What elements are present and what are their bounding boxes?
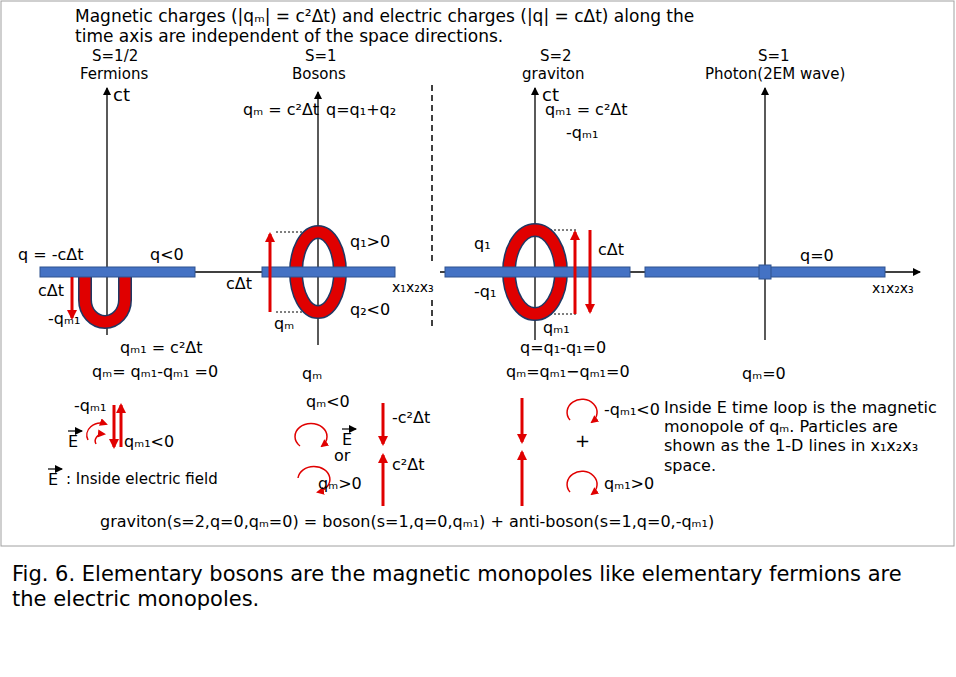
diagram-label: S=2 [540,47,572,65]
diagram-label: qₘ₁ = c²Δt [545,100,628,119]
diagram-label: x₁x₂x₃ [392,279,434,296]
diagram-label: Bosons [292,65,346,83]
diagram-label: S=1 [305,47,337,65]
diagram-label: graviton [522,65,585,83]
diagram-label: q=q₁-q₁=0 [520,338,606,357]
note-text: Inside E time loop is the magnetic monop… [664,398,946,475]
diagram-label: -q₁ [474,282,496,301]
diagram-label: qₘ=0 [742,364,786,383]
diagram-label: qₘ<0 [306,392,350,411]
diagram-label: cΔt [598,240,624,259]
note-text: Magnetic charges (|qₘ| = c²Δt) and elect… [75,6,715,47]
diagram-label: + [575,430,590,452]
diagram-label: qₘ₁ = c²Δt [120,338,203,357]
diagram-label: qₘ₁>0 [604,474,654,493]
boson-symbols [295,403,383,506]
diagram-label: qₘ₁ [543,318,570,337]
diagram-label: q₁ [474,234,491,253]
diagram-label: qₘ = c²Δt [243,100,319,119]
diagram-label: qₘ₁<0 [124,432,174,451]
diagram-label: q=0 [800,246,834,265]
axes [40,88,920,345]
diagram-label: q₁>0 [350,232,390,251]
diagram-label: qₘ [302,364,322,383]
diagram-label: : Inside electric field [66,470,218,488]
equation-text: graviton(s=2,q=0,qₘ=0) = boson(s=1,q=0,q… [100,512,714,531]
diagram-label: -qₘ₁<0 [604,400,660,419]
diagram-label: E [48,470,58,489]
diagram-label: q₂<0 [350,300,390,319]
diagram-label: -qₘ₁ [74,396,106,415]
graviton-figure [445,230,630,314]
diagram-label: -c²Δt [392,408,430,427]
diagram-label: Fermions [80,65,148,83]
diagram-label: S=1/2 [92,47,138,65]
diagram-label: c²Δt [392,455,424,474]
diagram-label: cΔt [38,281,64,300]
diagram-label: q<0 [150,245,184,264]
diagram-label: -qₘ₁ [48,309,80,328]
diagram-label: cΔt [226,274,252,293]
figure-frame [1,1,954,546]
diagram-label: ct [113,84,130,106]
diagram-label: qₘ>0 [318,474,362,493]
figure-caption: Fig. 6. Elementary bosons are the magnet… [12,562,942,612]
diagram-label: qₘ [274,314,294,333]
diagram-label: q = -cΔt [18,245,84,264]
diagram-label: Photon(2EM wave) [705,65,845,83]
diagram-label: S=1 [758,47,790,65]
photon-figure [645,265,885,279]
diagram-label: qₘ= qₘ₁-qₘ₁ =0 [92,362,218,381]
graviton-symbols [522,398,597,506]
diagram-label: E [68,432,78,451]
diagram-label: -qₘ₁ [566,123,598,142]
diagram-label: x₁x₂x₃ [872,280,914,297]
diagram-label: or [334,446,350,465]
diagram-label: q=q₁+q₂ [326,100,396,119]
diagram-label: qₘ=qₘ₁−qₘ₁=0 [506,362,630,381]
